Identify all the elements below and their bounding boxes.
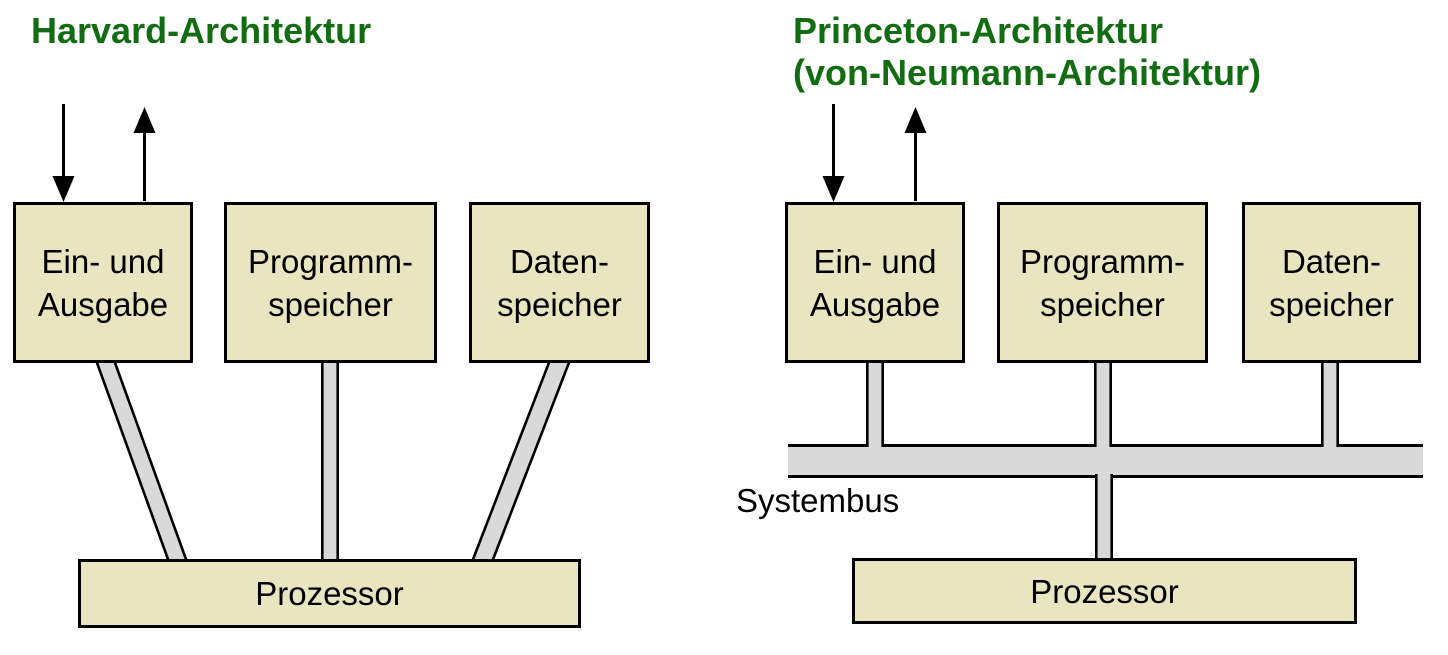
harvard-data-memory-box: Daten- speicher <box>469 202 650 363</box>
harvard-program-memory-box: Programm- speicher <box>224 202 437 363</box>
harvard-input-arrow-icon <box>52 104 75 202</box>
harvard-program-bus-connector <box>320 360 340 562</box>
harvard-title: Harvard-Architektur <box>31 10 371 52</box>
harvard-io-bus-connector <box>94 359 189 563</box>
harvard-io-box: Ein- und Ausgabe <box>13 202 193 363</box>
princeton-system-bus <box>788 444 1423 478</box>
princeton-output-arrow-icon <box>904 107 927 201</box>
harvard-program-memory-label: Programm- speicher <box>247 242 414 323</box>
princeton-title-line2: (von-Neumann-Architektur) <box>793 52 1262 93</box>
princeton-program-memory-box: Programm- speicher <box>997 202 1208 363</box>
princeton-program-memory-label: Programm- speicher <box>1019 242 1186 323</box>
princeton-processor-connector <box>1095 474 1113 562</box>
harvard-processor-label: Prozessor <box>255 575 404 612</box>
systembus-label: Systembus <box>736 482 899 520</box>
princeton-data-memory-label: Daten- speicher <box>1269 242 1394 323</box>
princeton-processor-label: Prozessor <box>1030 572 1179 610</box>
princeton-data-connector <box>1321 360 1339 448</box>
princeton-title-line1: Princeton-Architektur <box>793 10 1164 51</box>
systembus-label-text: Systembus <box>736 482 900 519</box>
princeton-data-memory-box: Daten- speicher <box>1242 202 1421 363</box>
princeton-io-connector <box>865 360 885 448</box>
harvard-title-text: Harvard-Architektur <box>31 10 372 51</box>
harvard-output-arrow-icon <box>133 107 156 201</box>
princeton-title: Princeton-Architektur (von-Neumann-Archi… <box>793 10 1261 94</box>
princeton-input-arrow-icon <box>822 104 845 202</box>
princeton-io-box: Ein- und Ausgabe <box>785 202 965 363</box>
harvard-io-label: Ein- und Ausgabe <box>37 242 169 323</box>
harvard-data-bus-connector <box>470 359 572 563</box>
princeton-program-connector <box>1094 360 1112 448</box>
harvard-processor-box: Prozessor <box>78 559 581 628</box>
princeton-io-label: Ein- und Ausgabe <box>809 242 941 323</box>
princeton-processor-box: Prozessor <box>852 558 1357 624</box>
harvard-data-memory-label: Daten- speicher <box>497 242 622 323</box>
